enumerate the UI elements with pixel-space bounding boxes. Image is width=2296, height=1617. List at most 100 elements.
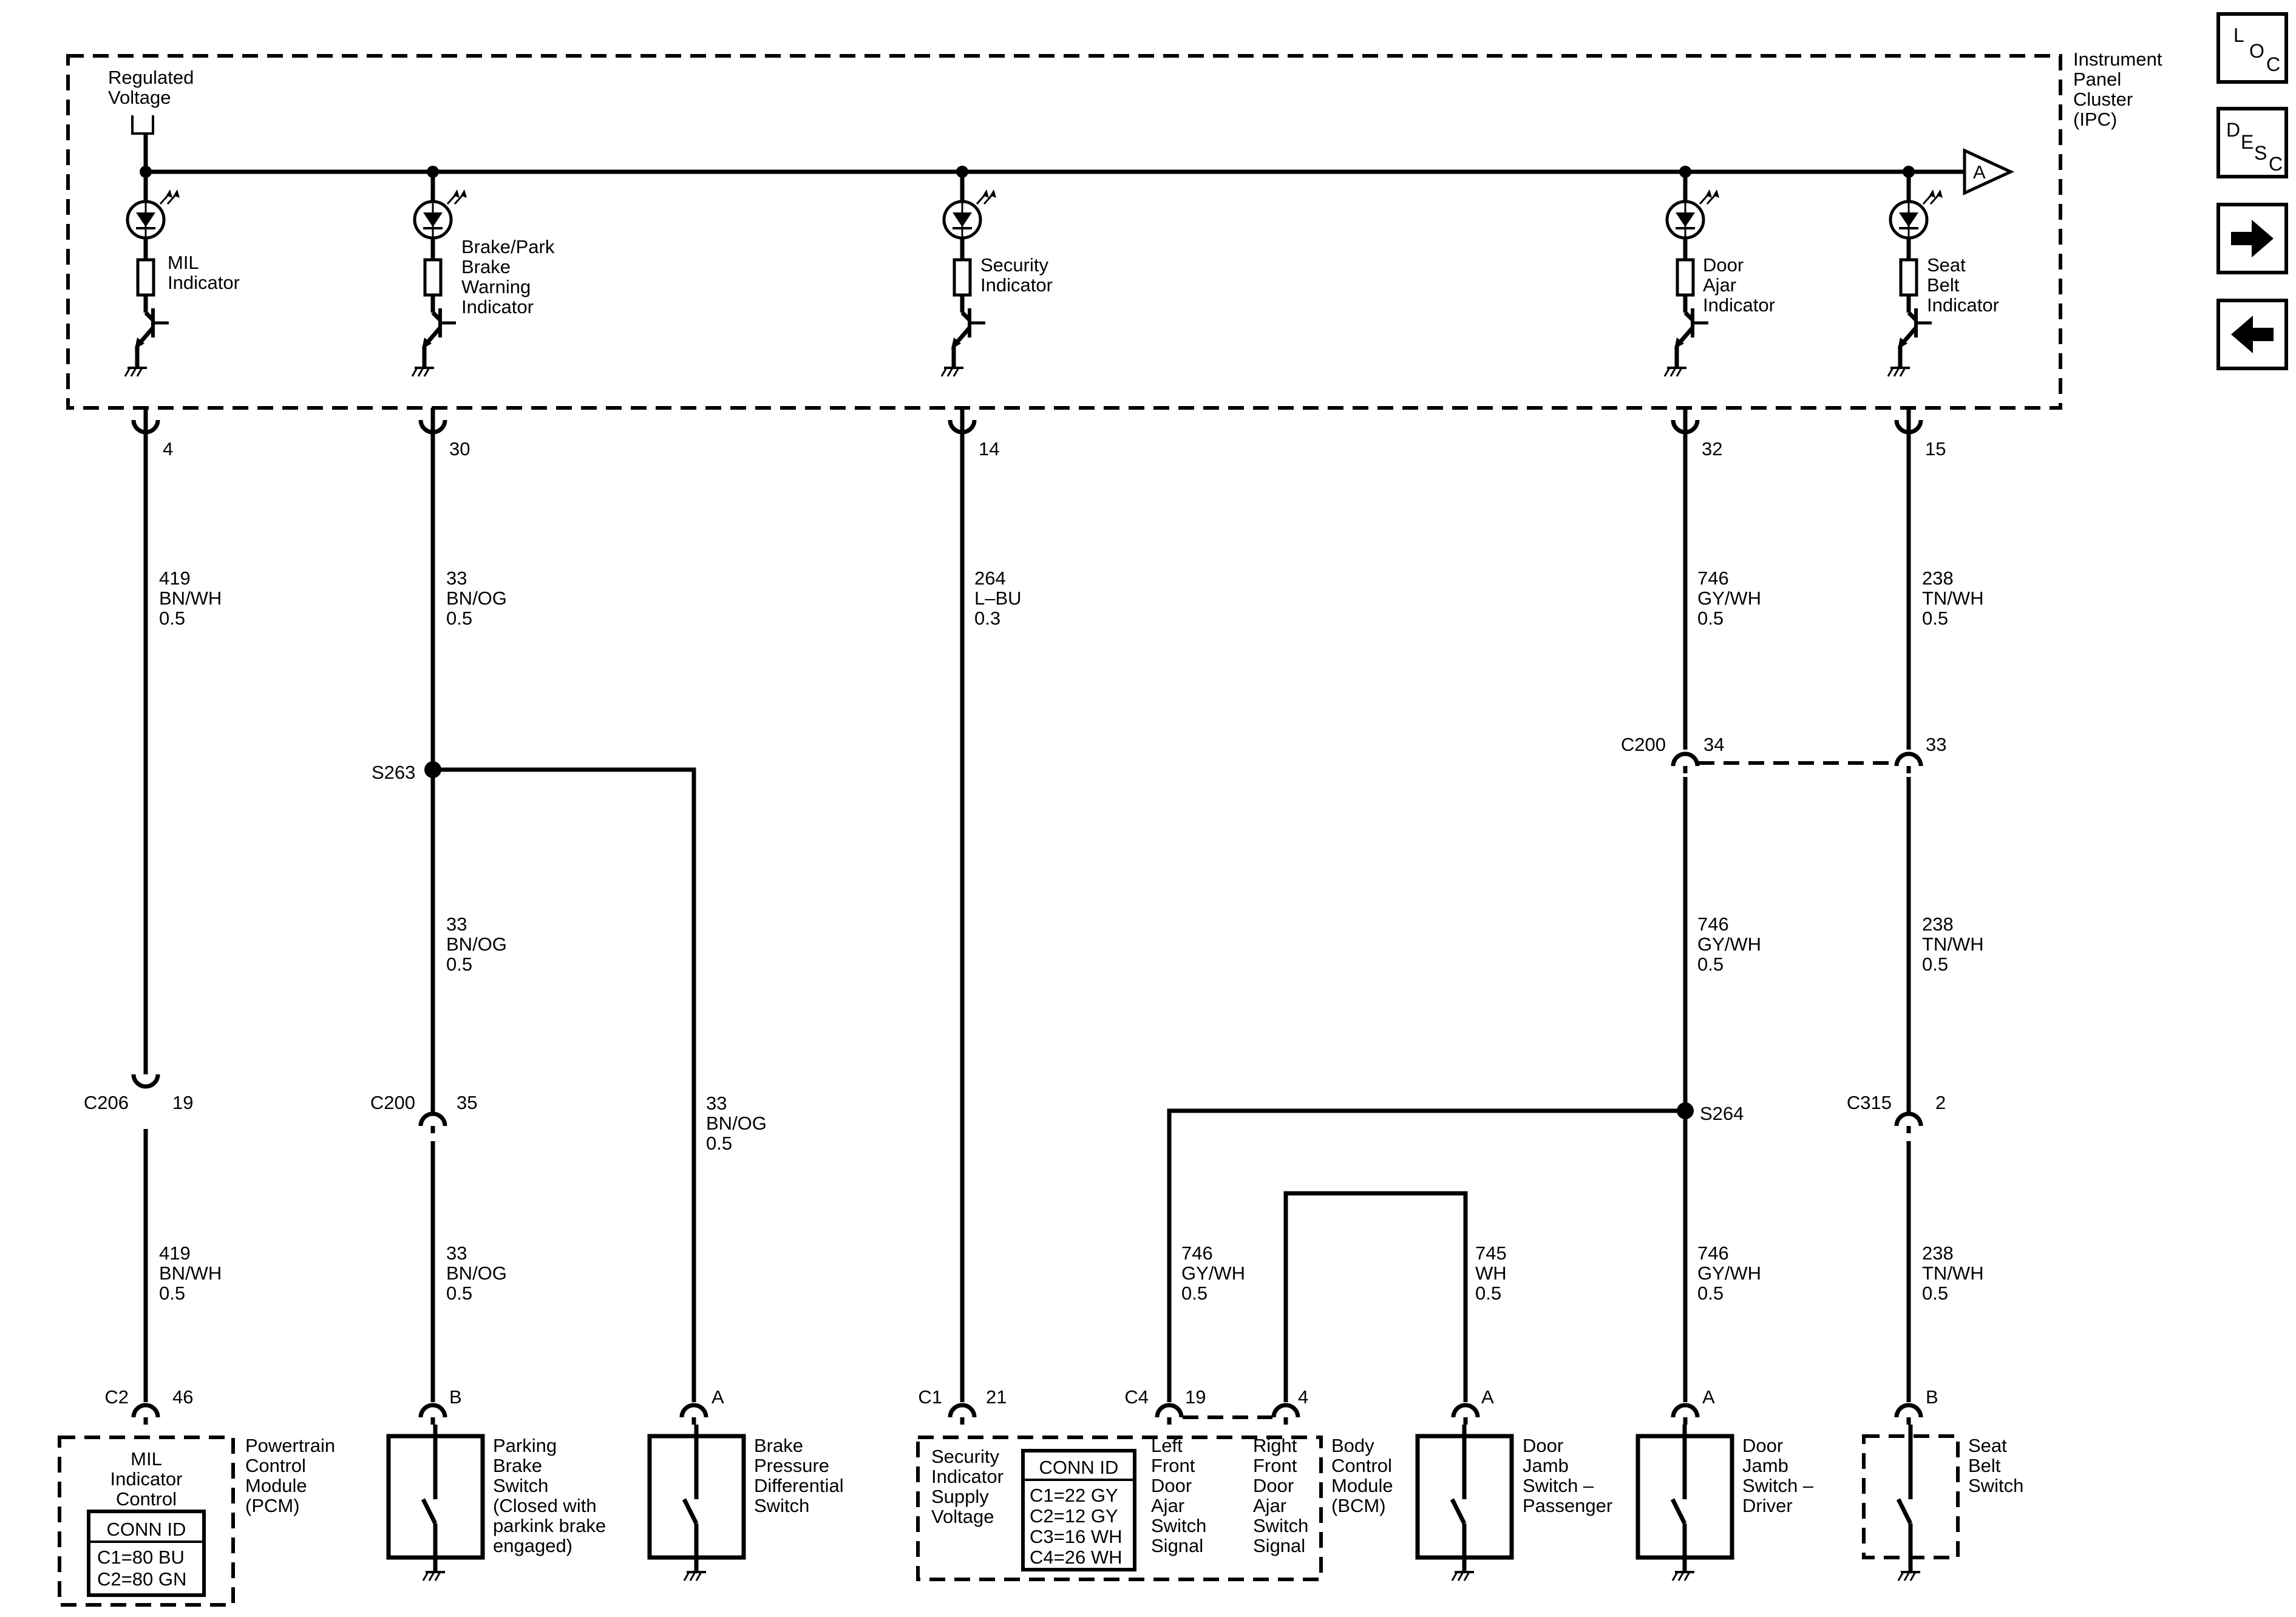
ground-hatch	[1897, 1571, 1904, 1581]
brake-wire-mid-label-line: 33	[446, 914, 467, 935]
pcm-conn-rows-line: C2=80 GN	[97, 1568, 186, 1590]
ground-hatch	[428, 1571, 435, 1581]
parking-switch-label-line: engaged)	[493, 1535, 572, 1556]
light-ray-head	[990, 189, 996, 198]
bcm-c4-pin-4: 4	[1298, 1386, 1308, 1408]
ipc-pin-14: 14	[979, 438, 999, 459]
prev-button[interactable]	[2216, 299, 2288, 370]
c315-pin: 2	[1935, 1092, 1946, 1113]
desc-letter-c: C	[2269, 153, 2283, 175]
bcm-security-supply-label-line: Security	[931, 1446, 999, 1467]
bcm-lf-label-line: Front	[1151, 1455, 1195, 1476]
brake-indicator-label-line: Brake/Park	[461, 236, 555, 257]
ground-hatch	[689, 1571, 696, 1581]
seat-wire-lower-label-line: 238	[1922, 1242, 1954, 1264]
ipc-pin-30: 30	[449, 438, 470, 459]
ground-hatch	[417, 367, 424, 377]
resistor-icon	[423, 258, 443, 297]
bcm-conn-rows-line: C4=26 WH	[1030, 1547, 1122, 1568]
left-arrow-icon	[2231, 316, 2274, 353]
ground-hatch	[422, 1571, 429, 1581]
component-3-connector	[948, 1403, 977, 1418]
component-2-connector	[679, 1403, 708, 1418]
bcm-security-supply-label-line: Indicator	[931, 1466, 1004, 1487]
parking-switch-label-line: (Closed with	[493, 1495, 597, 1516]
door-ajar-indicator-label-line: Ajar	[1703, 274, 1736, 296]
mil-wire-lower-label-line: 419	[159, 1242, 191, 1264]
component-4-connector	[1155, 1403, 1184, 1418]
seat-belt-indicator-label-line: Indicator	[1927, 294, 1999, 316]
passenger-switch-label-line: Door	[1523, 1435, 1563, 1456]
ipc-pin-4: 4	[163, 438, 173, 459]
bcm-lf-label-line: Switch	[1151, 1515, 1206, 1536]
door-ajar-indicator-label-line: Door	[1703, 254, 1744, 276]
passenger-switch-label-line: Switch –	[1523, 1475, 1594, 1496]
security-indicator-label-line: Security	[980, 254, 1048, 276]
c200-brake-connector	[418, 1111, 447, 1127]
seat-wire-label-line: 238	[1922, 568, 1954, 589]
c200-brake-pin: 35	[457, 1092, 477, 1113]
pcm-inner-label-line: Indicator	[110, 1468, 183, 1490]
diff-switch-pin: A	[712, 1386, 724, 1408]
mil-indicator-label-line: MIL	[168, 252, 199, 273]
bcm-c4-pin-19: 19	[1185, 1386, 1206, 1408]
bcm-rf-label-line: Ajar	[1253, 1495, 1286, 1516]
driver-switch-label-line: Door	[1742, 1435, 1783, 1456]
light-ray-head	[174, 189, 180, 198]
ground-hatch	[423, 367, 430, 377]
rf-door-wire-label-line: 745	[1475, 1242, 1507, 1264]
ipc-name-line: (IPC)	[2073, 109, 2117, 130]
brake-indicator-label-line: Indicator	[461, 296, 534, 317]
driver-switch-label-line: Jamb	[1742, 1455, 1788, 1476]
c315-name: C315	[1847, 1092, 1892, 1113]
mil-indicator-label-line: Indicator	[168, 272, 240, 293]
door-wire-mid-label-line: 746	[1697, 914, 1729, 935]
bcm-rf-label-line: Signal	[1253, 1535, 1305, 1556]
resistor-icon	[953, 258, 972, 297]
ground-hatch	[124, 367, 131, 377]
pcm-conn-id-box	[87, 1510, 206, 1597]
security-wire-label-line: L–BU	[974, 588, 1022, 609]
next-button[interactable]	[2216, 203, 2288, 274]
bcm-rf-label-line: Right	[1253, 1435, 1297, 1456]
door-wire-lower-label-line: GY/WH	[1697, 1263, 1761, 1284]
brake-diff-switch-contact-icon	[682, 1498, 699, 1525]
component-8-connector	[1894, 1403, 1923, 1418]
light-ray-head	[166, 189, 172, 198]
seat-wire-mid-label-line: TN/WH	[1922, 934, 1984, 955]
light-ray-head	[983, 189, 989, 198]
bcm-lf-label-line: Signal	[1151, 1535, 1203, 1556]
lf-door-wire-label-line: 746	[1181, 1242, 1213, 1264]
seat-wire-label-line: TN/WH	[1922, 588, 1984, 609]
pcm-conn-rows-line: C1=80 BU	[97, 1547, 185, 1568]
parking-switch-label-line: Switch	[493, 1475, 548, 1496]
seat-wire-lower-label-line: TN/WH	[1922, 1263, 1984, 1284]
mil-wire-label-line: 0.5	[159, 608, 185, 629]
component-0-connector	[131, 1403, 160, 1418]
seat-wire-label-line: 0.5	[1922, 608, 1948, 629]
loc-button[interactable]: L O C	[2216, 12, 2288, 84]
ipc-name-line: Panel	[2073, 69, 2121, 90]
c200-upper-pin-34: 34	[1703, 734, 1724, 755]
desc-button[interactable]: D E S C	[2216, 107, 2288, 178]
component-5-connector	[1271, 1403, 1300, 1418]
c200-upper-pin-33: 33	[1926, 734, 1946, 755]
parking-switch-label-line: parkink brake	[493, 1515, 606, 1536]
pcm-pin: 46	[172, 1386, 193, 1408]
pcm-name-line: Module	[245, 1475, 307, 1496]
brake-indicator-label-line: Brake	[461, 256, 511, 277]
loc-letter-c: C	[2266, 53, 2281, 75]
bcm-lf-label-line: Ajar	[1151, 1495, 1184, 1516]
